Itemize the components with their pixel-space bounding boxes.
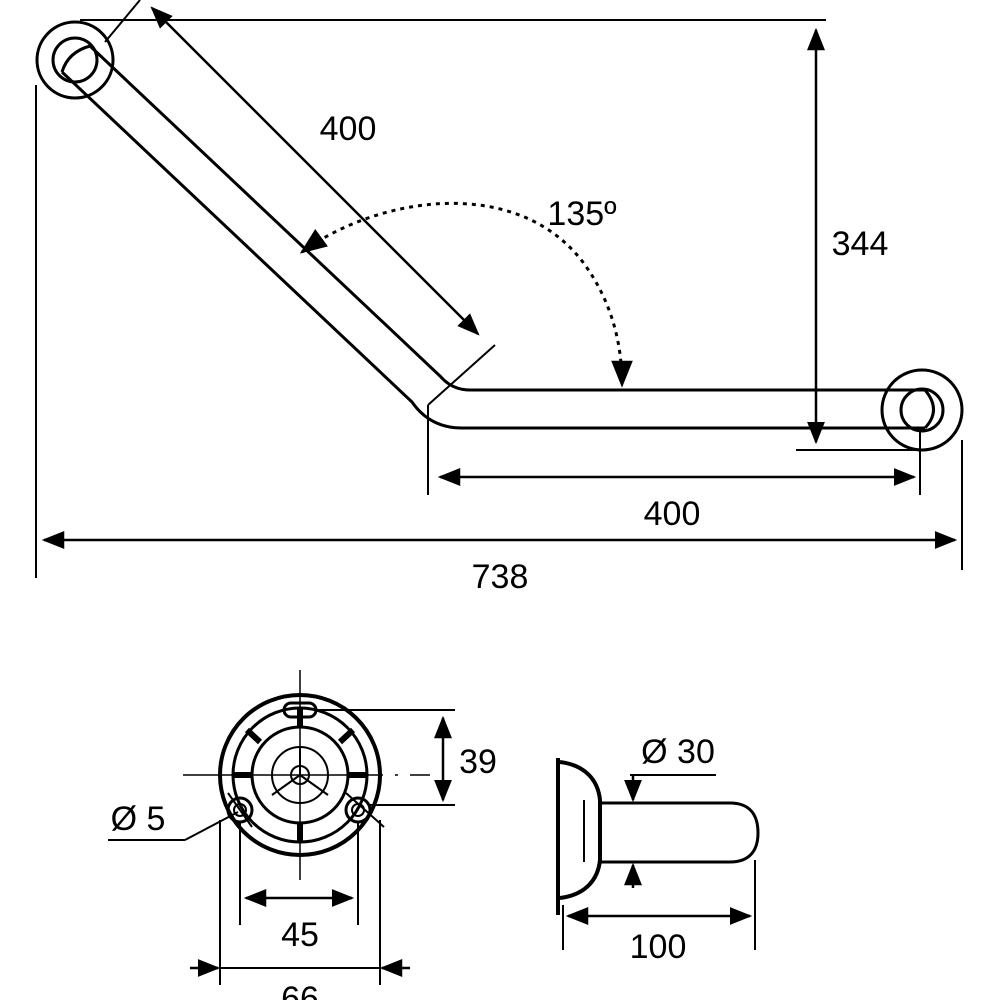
side-tube-profile bbox=[600, 801, 760, 864]
grab-bar-top-view: 400 135º 344 400 738 bbox=[35, 0, 964, 596]
left-flange bbox=[35, 20, 115, 100]
side-flange-profile bbox=[559, 760, 602, 900]
angle-arc bbox=[299, 201, 633, 388]
flange-front-view: 39 Ø 5 45 66 bbox=[108, 670, 497, 1000]
horizontal-length-label: 400 bbox=[644, 495, 701, 533]
tube-diameter-label: Ø 30 bbox=[641, 733, 715, 771]
mount-spacing-horizontal-label: 45 bbox=[281, 916, 319, 954]
height-label: 344 bbox=[832, 225, 889, 263]
mount-spacing-vertical-label: 39 bbox=[459, 743, 497, 781]
bar-tube-upper-edge bbox=[60, 70, 925, 430]
screw-hole-diameter-label: Ø 5 bbox=[111, 800, 166, 838]
diagonal-dimension-line bbox=[150, 6, 480, 336]
angle-label: 135º bbox=[547, 195, 616, 233]
overall-width-label: 738 bbox=[472, 558, 529, 596]
bar-side-view: Ø 30 100 bbox=[556, 733, 760, 966]
diagonal-length-label: 400 bbox=[320, 110, 377, 148]
right-flange bbox=[880, 368, 964, 452]
projection-depth-label: 100 bbox=[630, 928, 687, 966]
flange-diameter-label: 66 bbox=[281, 980, 319, 1000]
